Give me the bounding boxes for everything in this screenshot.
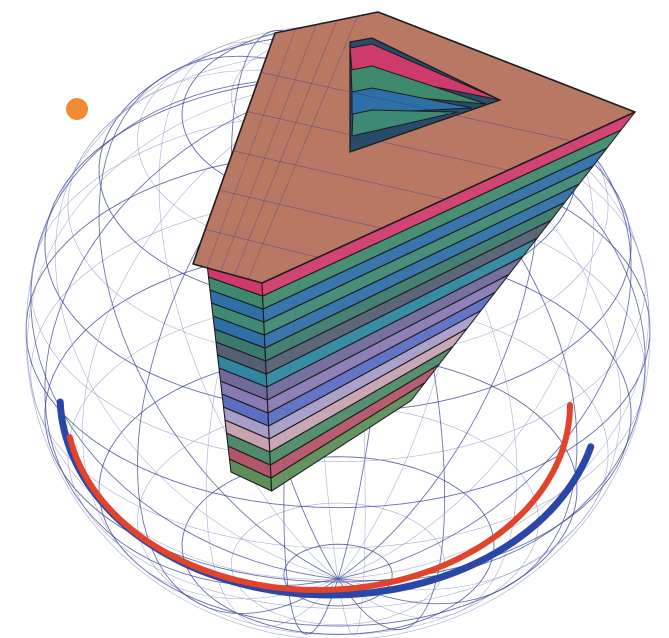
latitude-line: [182, 457, 494, 635]
orange-marker: [66, 98, 88, 120]
